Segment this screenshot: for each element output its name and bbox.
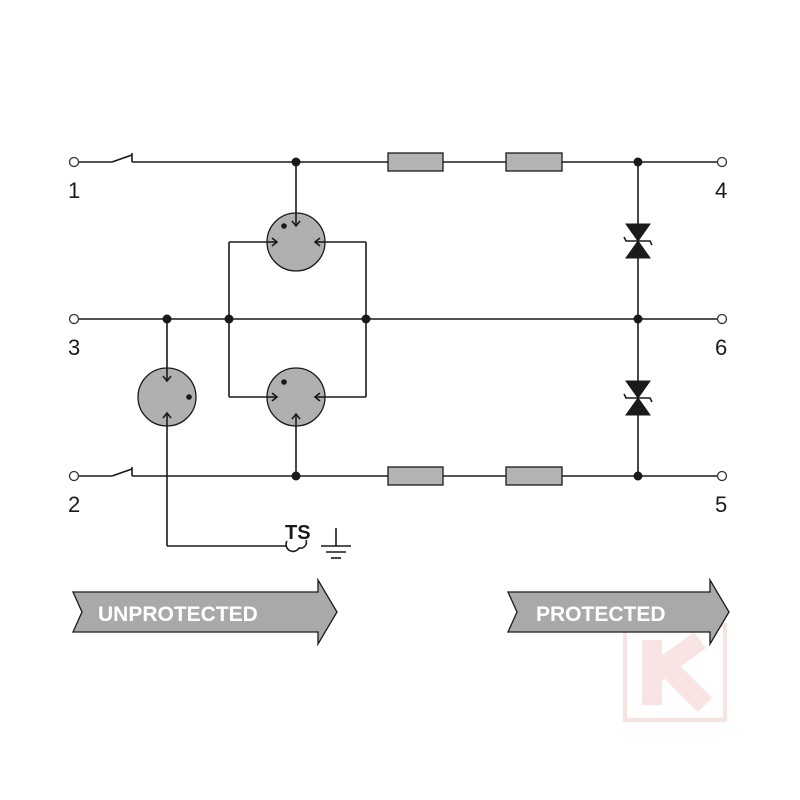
gas-discharge-tube-bottom <box>266 367 326 427</box>
terminal-label-2: 2 <box>68 492 80 517</box>
vertical-wires <box>166 162 639 547</box>
terminal-label-5: 5 <box>715 492 727 517</box>
unprotected-arrow: UNPROTECTED <box>71 577 338 647</box>
ts-label: TS <box>285 522 311 544</box>
resistor-bottom-2 <box>505 466 563 486</box>
unprotected-label: UNPROTECTED <box>98 603 258 626</box>
terminal-label-1: 1 <box>68 178 80 203</box>
gas-discharge-tube-left <box>137 367 197 427</box>
resistor-bottom-1 <box>387 466 444 486</box>
resistor-top-1 <box>387 152 444 172</box>
tvs-diode-bottom <box>623 380 653 416</box>
terminal-label-4: 4 <box>715 178 727 203</box>
gas-discharge-tube-top <box>266 212 326 272</box>
resistor-top-2 <box>505 152 563 172</box>
protected-arrow: PROTECTED <box>506 577 730 647</box>
terminal-label-3: 3 <box>68 335 80 360</box>
junction-dots <box>162 157 643 481</box>
terminal-label-6: 6 <box>715 335 727 360</box>
ts-ground <box>285 528 351 559</box>
terminals <box>68 156 728 482</box>
protected-label: PROTECTED <box>536 603 666 626</box>
tvs-diode-top <box>623 223 653 259</box>
